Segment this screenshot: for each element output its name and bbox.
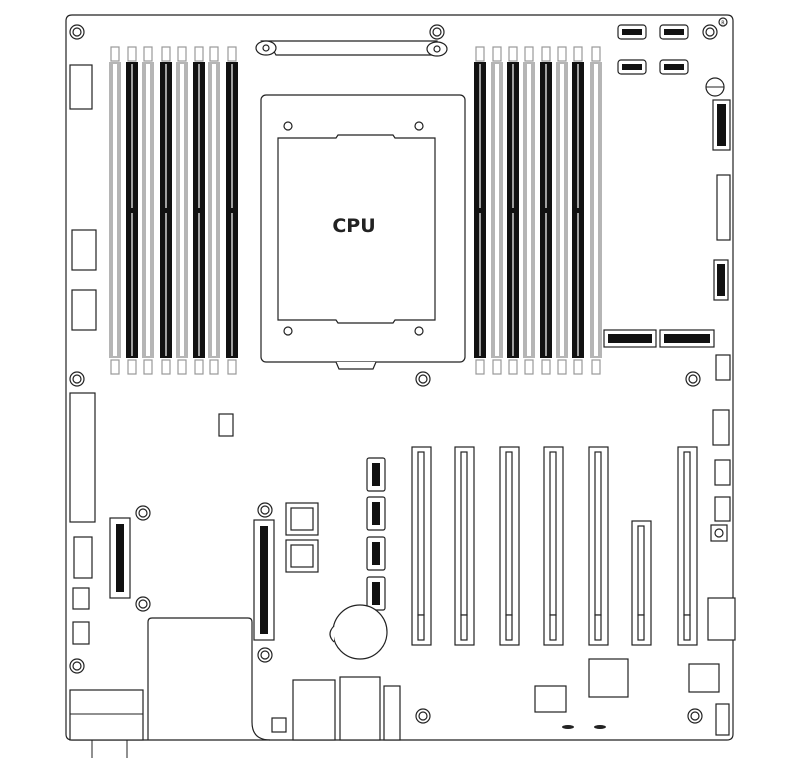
mounting-hole	[257, 647, 273, 663]
dimm-slot-right-8[interactable]	[590, 46, 602, 375]
atx-24pin-power-connector[interactable]	[69, 392, 96, 523]
power-button[interactable]	[710, 524, 728, 542]
usb-ports-io[interactable]	[69, 689, 144, 758]
dimm-slot-right-4[interactable]	[523, 46, 535, 375]
chip-1	[285, 502, 319, 536]
front-panel-header-right[interactable]	[707, 597, 736, 641]
dimm-slot-left-8[interactable]	[226, 46, 238, 375]
power-connector-4pin[interactable]	[715, 703, 730, 736]
fan-header-right-3[interactable]	[714, 496, 731, 522]
sata-port-2[interactable]	[366, 496, 386, 531]
dimm-slot-left-5[interactable]	[176, 46, 188, 375]
cpu-power-connector-1[interactable]	[71, 229, 97, 271]
m2-slot-1[interactable]	[109, 517, 131, 599]
dimm-slot-left-2[interactable]	[126, 46, 138, 375]
led-1	[562, 725, 574, 729]
m2-slot-2[interactable]	[253, 519, 275, 641]
oculink-port-1[interactable]	[603, 329, 657, 348]
pcie-slot-2[interactable]	[454, 446, 475, 646]
small-chip-bottom	[271, 717, 287, 733]
bmc-chip	[588, 658, 629, 698]
cmos-battery[interactable]	[329, 604, 388, 660]
fan-header-left-2[interactable]	[72, 621, 90, 645]
lan-port-2[interactable]	[339, 676, 381, 741]
sata-port-4[interactable]	[366, 576, 386, 611]
registered-mark: R	[718, 17, 728, 27]
io-shield-outline	[147, 617, 271, 741]
dimm-slot-right-6[interactable]	[556, 46, 568, 375]
buzzer	[705, 77, 725, 97]
jumper-header[interactable]	[712, 409, 730, 446]
mounting-hole	[257, 502, 273, 518]
fan-header-left-1[interactable]	[72, 587, 90, 610]
slimsas-port-4[interactable]	[659, 59, 689, 75]
dimm-slot-left-1[interactable]	[109, 46, 121, 375]
mounting-hole	[69, 371, 85, 387]
serial-header[interactable]	[73, 536, 93, 579]
pcie-slot-7[interactable]	[677, 446, 698, 646]
mounting-hole	[69, 658, 85, 674]
slimsas-port-1[interactable]	[617, 24, 647, 40]
mounting-hole	[415, 708, 431, 724]
dimm-slot-right-1[interactable]	[474, 46, 486, 375]
cpu-retention-bracket	[255, 40, 448, 57]
fan-header-right-1[interactable]	[715, 354, 731, 381]
mounting-hole	[685, 371, 701, 387]
dimm-slot-left-6[interactable]	[193, 46, 205, 375]
connector-vertical-right[interactable]	[713, 259, 729, 301]
mounting-hole	[135, 596, 151, 612]
chip-2	[285, 539, 319, 573]
vga-port[interactable]	[383, 685, 401, 741]
front-panel-header[interactable]	[69, 64, 93, 110]
slimsas-port-2[interactable]	[659, 24, 689, 40]
mounting-hole	[702, 24, 718, 40]
sata-port-3[interactable]	[366, 536, 386, 571]
pcie-slot-5[interactable]	[588, 446, 609, 646]
cpu-socket: CPU	[260, 94, 466, 370]
lan-port-1[interactable]	[292, 679, 336, 741]
led-2	[594, 725, 606, 729]
pin-header-right[interactable]	[716, 174, 731, 241]
sata-port-1[interactable]	[366, 457, 386, 492]
dimm-slot-right-7[interactable]	[572, 46, 584, 375]
oculink-port-2[interactable]	[659, 329, 715, 348]
mounting-hole	[429, 24, 445, 40]
fan-header-cpu-area[interactable]	[218, 413, 234, 437]
mounting-hole	[135, 505, 151, 521]
dimm-slot-left-4[interactable]	[160, 46, 172, 375]
svg-text:R: R	[721, 21, 725, 27]
dimm-slot-right-5[interactable]	[540, 46, 552, 375]
dimm-slot-left-3[interactable]	[142, 46, 154, 375]
usb-header-right[interactable]	[688, 663, 720, 693]
usb3-header[interactable]	[712, 99, 731, 151]
fan-header-right-2[interactable]	[714, 459, 731, 486]
pcie-slot-3[interactable]	[499, 446, 520, 646]
cpu-label: CPU	[332, 215, 375, 237]
mounting-hole	[687, 708, 703, 724]
pcie-slot-4[interactable]	[543, 446, 564, 646]
dimm-slot-right-3[interactable]	[507, 46, 519, 375]
cpu-power-connector-2[interactable]	[71, 289, 97, 331]
pcie-slot-1[interactable]	[411, 446, 432, 646]
tpm-connector[interactable]	[534, 685, 567, 713]
pcie-slot-6[interactable]	[631, 520, 652, 646]
slimsas-port-3[interactable]	[617, 59, 647, 75]
mounting-hole	[415, 371, 431, 387]
dimm-slot-left-7[interactable]	[208, 46, 220, 375]
mounting-hole	[69, 24, 85, 40]
dimm-slot-right-2[interactable]	[491, 46, 503, 375]
